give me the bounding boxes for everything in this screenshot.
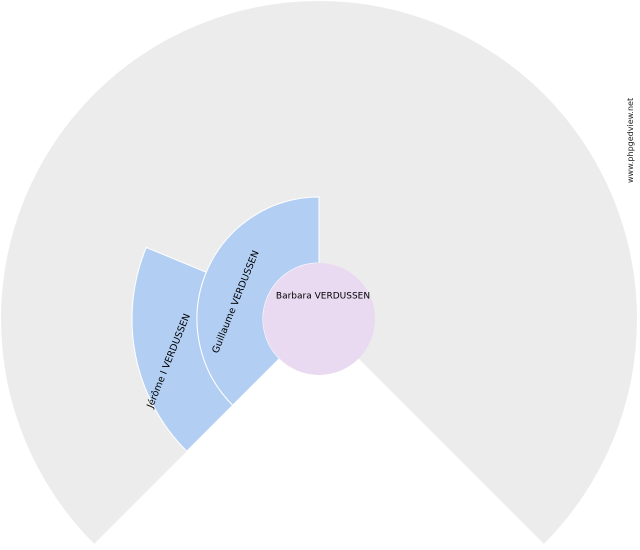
root-person-circle[interactable] bbox=[263, 263, 375, 375]
watermark-text: www.phpgedview.net bbox=[626, 98, 635, 183]
father-sector[interactable] bbox=[196, 196, 320, 406]
root-person-name: Barbara VERDUSSEN bbox=[276, 292, 370, 302]
